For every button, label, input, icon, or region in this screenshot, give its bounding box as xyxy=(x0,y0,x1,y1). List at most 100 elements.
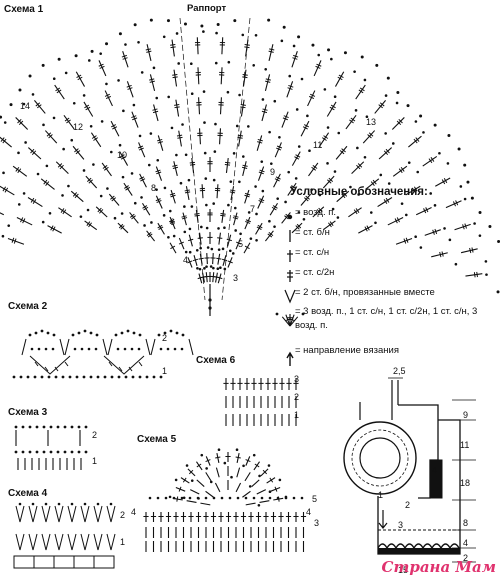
chain-dot xyxy=(117,375,121,379)
chain-dot xyxy=(336,216,340,219)
stitch-bar xyxy=(372,179,377,185)
legend-item-tr: = ст. с/2н xyxy=(295,267,335,278)
legend-symbols xyxy=(275,214,305,366)
stitch-mark xyxy=(218,232,221,245)
chain-dot xyxy=(105,42,109,46)
chain-dot xyxy=(22,102,26,106)
stitch-mark xyxy=(95,206,108,218)
scheme5-row-3: 3 xyxy=(314,518,320,528)
scheme2-tick xyxy=(118,366,123,372)
stitch-mark xyxy=(266,477,276,484)
chain-dot xyxy=(247,125,250,128)
row-number-5: 5 xyxy=(238,239,244,249)
chain-dot xyxy=(433,204,437,207)
stitch-bar xyxy=(196,463,202,468)
stitch-mark xyxy=(187,257,193,268)
chain-dot xyxy=(79,215,83,218)
chain-dot xyxy=(164,496,168,500)
stitch-bar xyxy=(329,106,335,111)
chain-dot xyxy=(183,230,187,234)
stitch-mark xyxy=(268,44,274,61)
stitch-bar xyxy=(18,120,24,126)
chain-dot xyxy=(438,151,441,155)
chain-dot xyxy=(121,175,125,179)
stitch-bar xyxy=(328,177,334,182)
scheme2-v xyxy=(103,355,145,375)
chain-dot xyxy=(300,496,304,500)
chain-dot xyxy=(228,249,232,253)
chain-dot xyxy=(463,197,467,201)
stitch-mark xyxy=(291,51,298,68)
stitch-bar xyxy=(411,187,416,193)
stitch-mark xyxy=(155,166,163,181)
stitch-bar xyxy=(439,251,442,258)
chain-dot xyxy=(280,39,284,43)
stitch-bar xyxy=(244,46,250,49)
stitch-bar xyxy=(226,238,232,242)
scheme2-leg xyxy=(64,338,70,356)
stitch-mark xyxy=(261,104,267,122)
stitch-bar xyxy=(187,260,193,264)
stitch-bar xyxy=(244,245,250,250)
stitch-mark xyxy=(12,165,28,177)
stitch-mark xyxy=(236,467,241,478)
chain-dot xyxy=(255,212,258,216)
stitch-mark xyxy=(149,74,156,91)
stitch-bar xyxy=(131,115,137,119)
stitch-bar xyxy=(17,118,22,124)
scheme2-v xyxy=(29,355,71,375)
stitch-bar xyxy=(170,46,176,49)
chain-dot xyxy=(323,88,327,91)
stitch-bar xyxy=(32,199,37,205)
chain-dot xyxy=(252,453,256,457)
stitch-bar xyxy=(434,228,438,235)
stitch-bar xyxy=(127,87,133,90)
stitch-bar xyxy=(441,179,446,185)
chain-dot xyxy=(96,375,100,379)
chain-dot xyxy=(183,205,186,208)
chain-dot xyxy=(28,450,32,454)
chain-dot xyxy=(87,347,91,351)
chain-dot xyxy=(89,375,93,379)
stitch-bar xyxy=(56,89,62,94)
stitch-bar xyxy=(276,147,282,151)
stitch-bar xyxy=(31,150,37,155)
scheme2-leg xyxy=(107,338,113,356)
stitch-bar xyxy=(17,168,22,174)
stitch-bar xyxy=(224,163,231,166)
stitch-bar xyxy=(157,138,163,142)
stitch-bar xyxy=(430,156,435,162)
stitch-bar xyxy=(350,117,356,122)
stitch-bar xyxy=(77,76,83,81)
chain-dot xyxy=(400,202,404,205)
chain-dot xyxy=(120,331,124,335)
stitch-bar xyxy=(132,117,138,121)
chain-dot xyxy=(196,266,199,270)
scheme4-v xyxy=(15,533,25,551)
stitch-mark xyxy=(0,136,12,148)
stitch-mark xyxy=(312,206,325,218)
stitch-mark xyxy=(216,184,219,199)
scheme2-leg xyxy=(188,338,194,356)
stitch-bar xyxy=(137,145,144,149)
chain-dot xyxy=(166,347,170,351)
chain-dot xyxy=(375,63,379,67)
chain-dot xyxy=(488,225,492,229)
stitch-mark xyxy=(322,175,335,189)
stitch-mark xyxy=(104,90,113,107)
stitch-bar xyxy=(262,469,268,475)
scheme2-leg xyxy=(59,338,65,356)
stitch-mark xyxy=(27,197,43,208)
chain-dot xyxy=(260,496,264,500)
chain-dot xyxy=(120,212,124,215)
stitch-bar xyxy=(240,106,246,109)
stitch-mark xyxy=(40,178,55,190)
stitch-mark xyxy=(222,255,227,266)
chain-dot xyxy=(138,375,142,379)
chain-dot xyxy=(414,235,417,239)
stitch-bar xyxy=(170,43,176,46)
chain-dot xyxy=(446,162,450,165)
stitch-bar xyxy=(43,179,48,185)
stitch-bar xyxy=(385,148,390,154)
stitch-bar xyxy=(232,217,239,220)
